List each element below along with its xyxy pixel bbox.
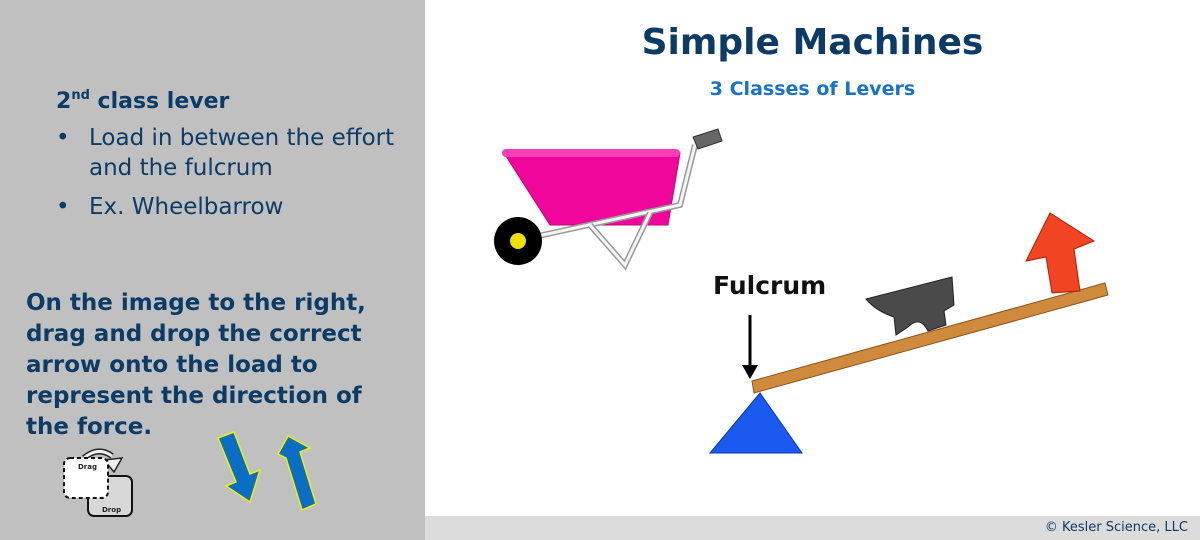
page-title: Simple Machines [641,22,984,63]
fulcrum-label: Fulcrum [713,271,827,300]
page-subtitle: 3 Classes of Levers [709,78,916,100]
lever-class-heading: 2nd class lever [56,88,229,114]
anvil-icon [865,276,955,336]
fulcrum-triangle [708,392,803,454]
bullet-example: Ex. Wheelbarrow [56,192,396,222]
heading-text: class lever [89,89,230,114]
copyright-text: © Kesler Science, LLC [1044,520,1188,535]
footer-bar: © Kesler Science, LLC [425,516,1200,540]
effort-arrow-icon [1025,212,1096,294]
svg-text:Drag: Drag [78,463,97,471]
draggable-up-arrow-icon[interactable] [276,432,330,512]
draggable-down-arrow-icon[interactable] [212,428,272,504]
svg-text:Drop: Drop [102,506,121,514]
bullet-load-position: Load in between the effort and the fulcr… [56,123,396,183]
lever-diagram [708,212,1109,454]
wheelbarrow-image [494,128,723,271]
instruction-panel: 2nd class lever Load in between the effo… [0,0,425,540]
heading-ordinal: nd [71,88,90,103]
lever-board [751,282,1109,394]
lever-description-list: Load in between the effort and the fulcr… [56,123,396,231]
drag-drop-icon: Drop Drag [63,448,133,517]
instruction-text: On the image to the right, drag and drop… [26,290,366,440]
heading-number: 2 [56,89,72,114]
